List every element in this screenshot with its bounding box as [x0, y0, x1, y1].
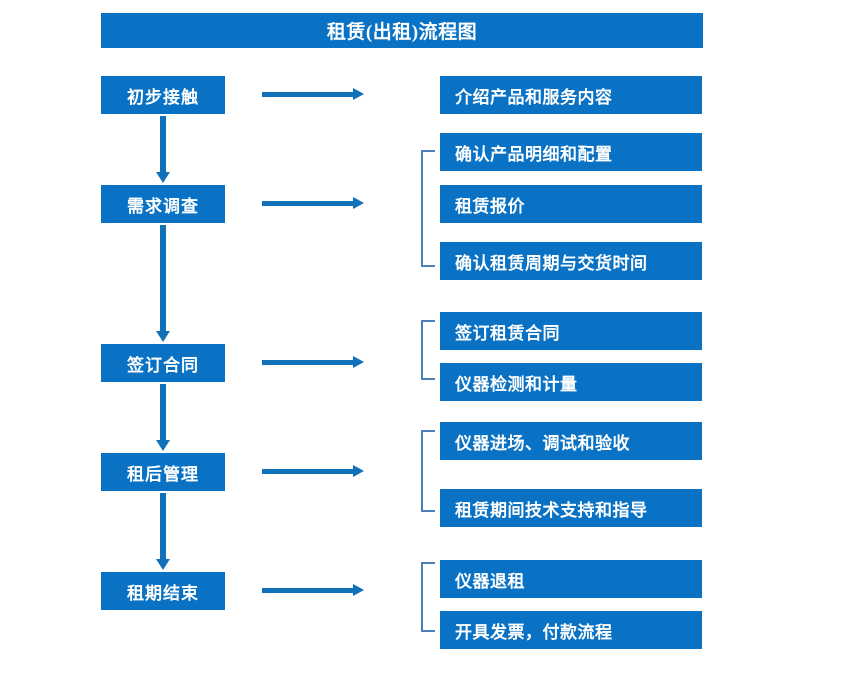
- stage-box-4[interactable]: 租后管理: [101, 453, 225, 491]
- link-arrow-right-3: [262, 354, 364, 372]
- flow-arrow-down-3: [154, 384, 172, 451]
- detail-box-4[interactable]: 确认租赁周期与交货时间: [440, 242, 702, 280]
- detail-box-6[interactable]: 仪器检测和计量: [440, 363, 702, 401]
- detail-box-9[interactable]: 仪器退租: [440, 560, 702, 598]
- stage-box-5[interactable]: 租期结束: [101, 572, 225, 610]
- detail-box-8[interactable]: 租赁期间技术支持和指导: [440, 489, 702, 527]
- detail-box-3[interactable]: 租赁报价: [440, 185, 702, 223]
- link-arrow-right-4: [262, 463, 364, 481]
- link-arrow-right-5: [262, 582, 364, 600]
- stage-box-2[interactable]: 需求调查: [101, 185, 225, 223]
- link-arrow-right-1: [262, 86, 364, 104]
- flow-arrow-down-2: [154, 225, 172, 342]
- group-bracket-2: [421, 320, 435, 380]
- flow-arrow-down-4: [154, 493, 172, 570]
- flow-arrow-down-1: [154, 116, 172, 183]
- link-arrow-right-2: [262, 195, 364, 213]
- stage-box-3[interactable]: 签订合同: [101, 344, 225, 382]
- group-bracket-1: [421, 150, 435, 267]
- detail-box-7[interactable]: 仪器进场、调试和验收: [440, 422, 702, 460]
- detail-box-2[interactable]: 确认产品明细和配置: [440, 133, 702, 171]
- group-bracket-4: [421, 562, 435, 632]
- group-bracket-3: [421, 430, 435, 512]
- detail-box-1[interactable]: 介绍产品和服务内容: [440, 76, 702, 114]
- detail-box-10[interactable]: 开具发票，付款流程: [440, 611, 702, 649]
- diagram-title: 租赁(出租)流程图: [101, 13, 703, 48]
- stage-box-1[interactable]: 初步接触: [101, 76, 225, 114]
- detail-box-5[interactable]: 签订租赁合同: [440, 312, 702, 350]
